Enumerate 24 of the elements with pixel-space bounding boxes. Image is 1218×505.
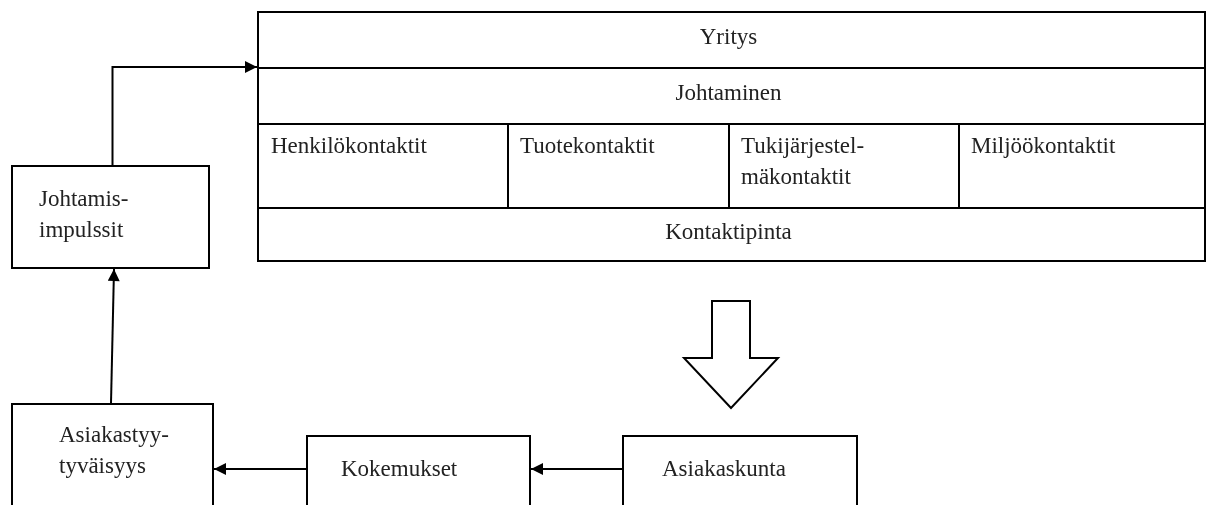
- node-label: Johtaminen: [674, 79, 783, 107]
- arrow: [107, 268, 120, 404]
- block-arrow: [681, 300, 781, 410]
- arrow: [213, 463, 307, 475]
- arrow: [111, 61, 258, 166]
- node-label: Asiakaskunta: [662, 455, 787, 483]
- process-box: [306, 435, 531, 505]
- table-cell: [508, 124, 730, 209]
- process-box: [11, 165, 210, 269]
- node-label: Kokemukset: [341, 455, 459, 483]
- node-label: Tuotekontaktit: [520, 132, 656, 160]
- node-label: Miljöökontaktit: [971, 132, 1117, 160]
- node-label: Kontaktipinta: [664, 218, 793, 246]
- node-label: Henkilökontaktit: [271, 132, 428, 160]
- node-label: Johtamis- impulssit: [39, 185, 130, 244]
- arrow: [530, 463, 623, 475]
- table-cell: [259, 124, 509, 209]
- table-frame: [257, 11, 1206, 262]
- node-label: Asiakastyy- tyväisyys: [59, 421, 170, 480]
- process-box: [622, 435, 858, 505]
- table-cell: [729, 124, 960, 209]
- node-label: Yritys: [698, 23, 759, 51]
- node-label: Tukijärjestel- mäkontaktit: [741, 132, 866, 191]
- process-box: [11, 403, 214, 505]
